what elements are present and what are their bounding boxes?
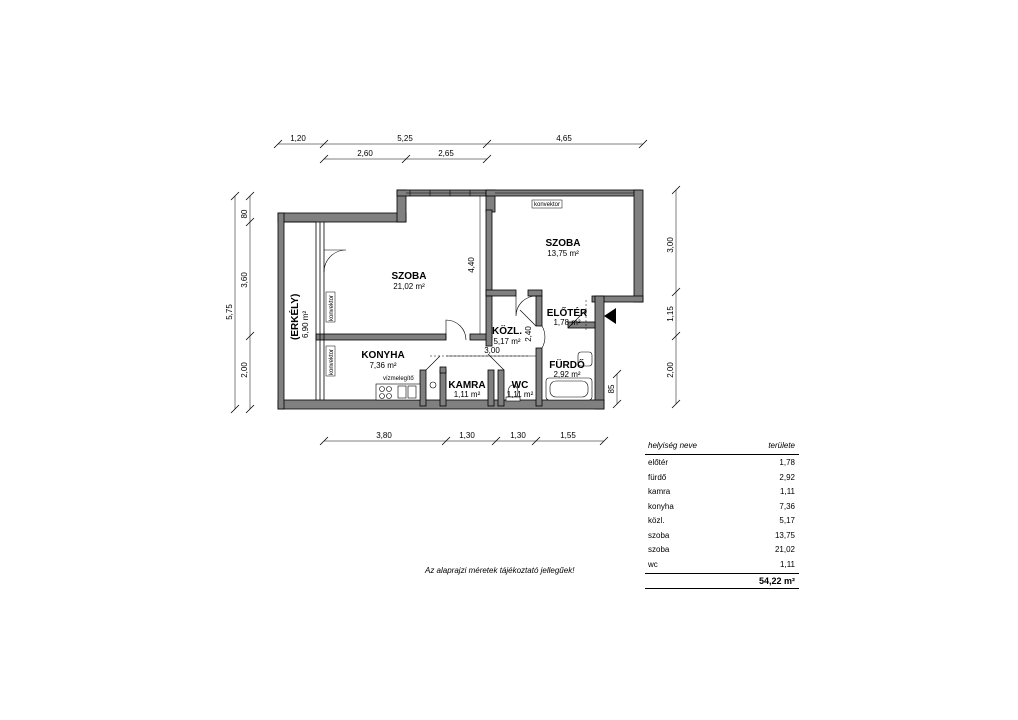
room-eloter-name: ELŐTÉR <box>547 306 588 319</box>
row-name: szoba <box>648 530 670 540</box>
dim-top-120: 1,20 <box>290 134 306 143</box>
row-area: 1,78 <box>779 458 795 467</box>
room-szoba-1-name: SZOBA <box>392 271 427 282</box>
dim-right-85: 85 <box>607 384 616 393</box>
dim-inner-440: 4,40 <box>467 257 476 273</box>
konvektor-label-2: konvektor <box>329 295 335 321</box>
dim-top-260: 2,60 <box>357 149 373 158</box>
room-wc-name: WC <box>512 380 529 391</box>
row-name: közl. <box>648 516 665 525</box>
room-kamra-area: 1,11 m² <box>454 390 481 399</box>
row-name: fürdő <box>648 472 667 482</box>
table-row: wc 1,11 <box>645 557 799 572</box>
entrance-arrow-icon <box>604 308 616 324</box>
dim-right-200: 2,00 <box>666 362 675 378</box>
room-erkely-area: 6,90 m² <box>301 311 310 338</box>
table-row: közl. 5,17 <box>645 513 799 528</box>
dimension-lines <box>234 143 677 442</box>
room-szoba-2-name: SZOBA <box>546 238 581 249</box>
dim-bottom-130a: 1,30 <box>459 431 475 440</box>
dim-bottom-130b: 1,30 <box>510 431 526 440</box>
dim-left-80: 80 <box>240 209 249 218</box>
room-konyha-area: 7,36 m² <box>369 361 396 370</box>
dim-bottom-155: 1,55 <box>560 431 576 440</box>
row-area: 7,36 <box>779 501 795 511</box>
room-kamra-name: KAMRA <box>448 380 485 391</box>
room-kozl-area: 5,17 m² <box>493 337 520 346</box>
row-area: 2,92 <box>779 472 795 482</box>
dim-bottom-380: 3,80 <box>376 431 392 440</box>
table-row: kamra 1,11 <box>645 484 799 499</box>
row-area: 5,17 <box>779 516 795 525</box>
table-row: konyha 7,36 <box>645 499 799 514</box>
konvektor-label-1: konvektor <box>534 202 560 208</box>
room-furdo-name: FÜRDŐ <box>549 358 585 371</box>
room-erkely-name: (ERKÉLY) <box>288 294 301 340</box>
table-row: szoba 21,02 <box>645 542 799 557</box>
row-area: 1,11 <box>780 559 795 569</box>
row-name: konyha <box>648 501 674 511</box>
row-name: előtér <box>648 458 669 467</box>
room-konyha-name: KONYHA <box>361 350 404 361</box>
dim-inner-300: 3,00 <box>484 346 500 355</box>
balcony-frame <box>284 221 325 400</box>
vizmelegito-label: vízmelegítő <box>383 376 414 382</box>
dim-top-465: 4,65 <box>556 134 572 143</box>
row-area: 13,75 <box>774 530 795 540</box>
row-name: szoba <box>648 545 670 554</box>
table-row: fürdő 2,92 <box>645 470 799 485</box>
room-szoba-2-area: 13,75 m² <box>547 249 579 258</box>
dimension-ticks <box>230 139 681 446</box>
room-furdo-area: 2,92 m² <box>553 370 580 379</box>
room-wc-area: 1,11 m² <box>507 390 534 399</box>
dim-left-360: 3,60 <box>240 272 249 288</box>
kitchen-fixtures <box>375 381 437 401</box>
table-row: előtér 1,78 <box>645 455 799 470</box>
row-name: wc <box>648 559 658 569</box>
room-kozl-name: KÖZL. <box>492 324 522 337</box>
area-total: 54,22 m² <box>645 573 799 589</box>
room-szoba-1-area: 21,02 m² <box>393 282 425 291</box>
row-area: 21,02 <box>774 545 795 554</box>
dim-inner-240: 2,40 <box>524 326 533 342</box>
konvektor-label-3: konvektor <box>329 349 335 375</box>
dim-left-200: 2,00 <box>240 362 249 378</box>
area-table: helyiség neve területe előtér 1,78 fürdő 2… <box>645 441 799 589</box>
door-swings <box>323 249 587 371</box>
row-name: kamra <box>648 487 671 496</box>
room-eloter-area: 1,78 m² <box>553 318 580 327</box>
bath-fixtures <box>505 351 593 402</box>
walls <box>277 189 644 410</box>
windows <box>406 190 634 196</box>
table-row: szoba 13,75 <box>645 528 799 543</box>
area-table-header-name: helyiség neve <box>648 441 697 450</box>
konvektor-boxes <box>325 199 563 377</box>
area-table-header: helyiség neve területe <box>645 441 799 455</box>
dim-right-115: 1,15 <box>666 306 675 322</box>
row-area: 1,11 <box>780 487 795 496</box>
dim-top-525: 5,25 <box>397 134 413 143</box>
dim-top-265: 2,65 <box>438 149 454 158</box>
dim-left-575: 5,75 <box>225 304 234 320</box>
disclaimer-note: Az alaprajzi méretek tájékoztató jellegű… <box>425 566 575 575</box>
dim-right-300: 3,00 <box>666 237 675 253</box>
area-table-header-area: területe <box>768 441 795 450</box>
